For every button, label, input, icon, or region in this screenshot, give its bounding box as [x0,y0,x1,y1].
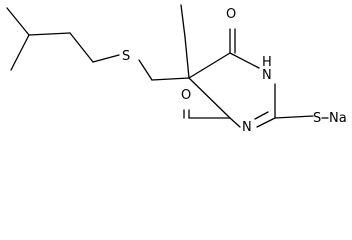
atom-label-na: Na [329,111,347,126]
bond [256,117,276,128]
atom-label-o-top: O [226,7,236,22]
atom-label-o-bottom: O [181,88,191,103]
bond [28,32,71,36]
atom-labels: O N H S N S Na O [122,7,347,135]
bond [151,77,190,81]
atom-label-h: H [262,55,272,70]
atom-label-s-chain: S [122,49,130,64]
chemical-structure: O N H S N S Na O [6,4,347,135]
bond [229,117,241,128]
atom-label-s-sodium: S [313,111,321,126]
bond [254,111,269,120]
bond [69,32,94,63]
bonds [6,4,329,128]
bond [188,77,231,119]
bond [274,115,314,119]
atom-label-n-ring-top: N [262,68,272,83]
bond [92,54,120,63]
bond [10,34,30,71]
atom-label-n-ring-bottom: N [242,120,252,135]
bond [229,52,260,69]
bond [180,4,186,38]
bond [138,59,153,81]
bond [6,7,30,36]
bond [184,36,190,79]
bond [188,52,231,79]
